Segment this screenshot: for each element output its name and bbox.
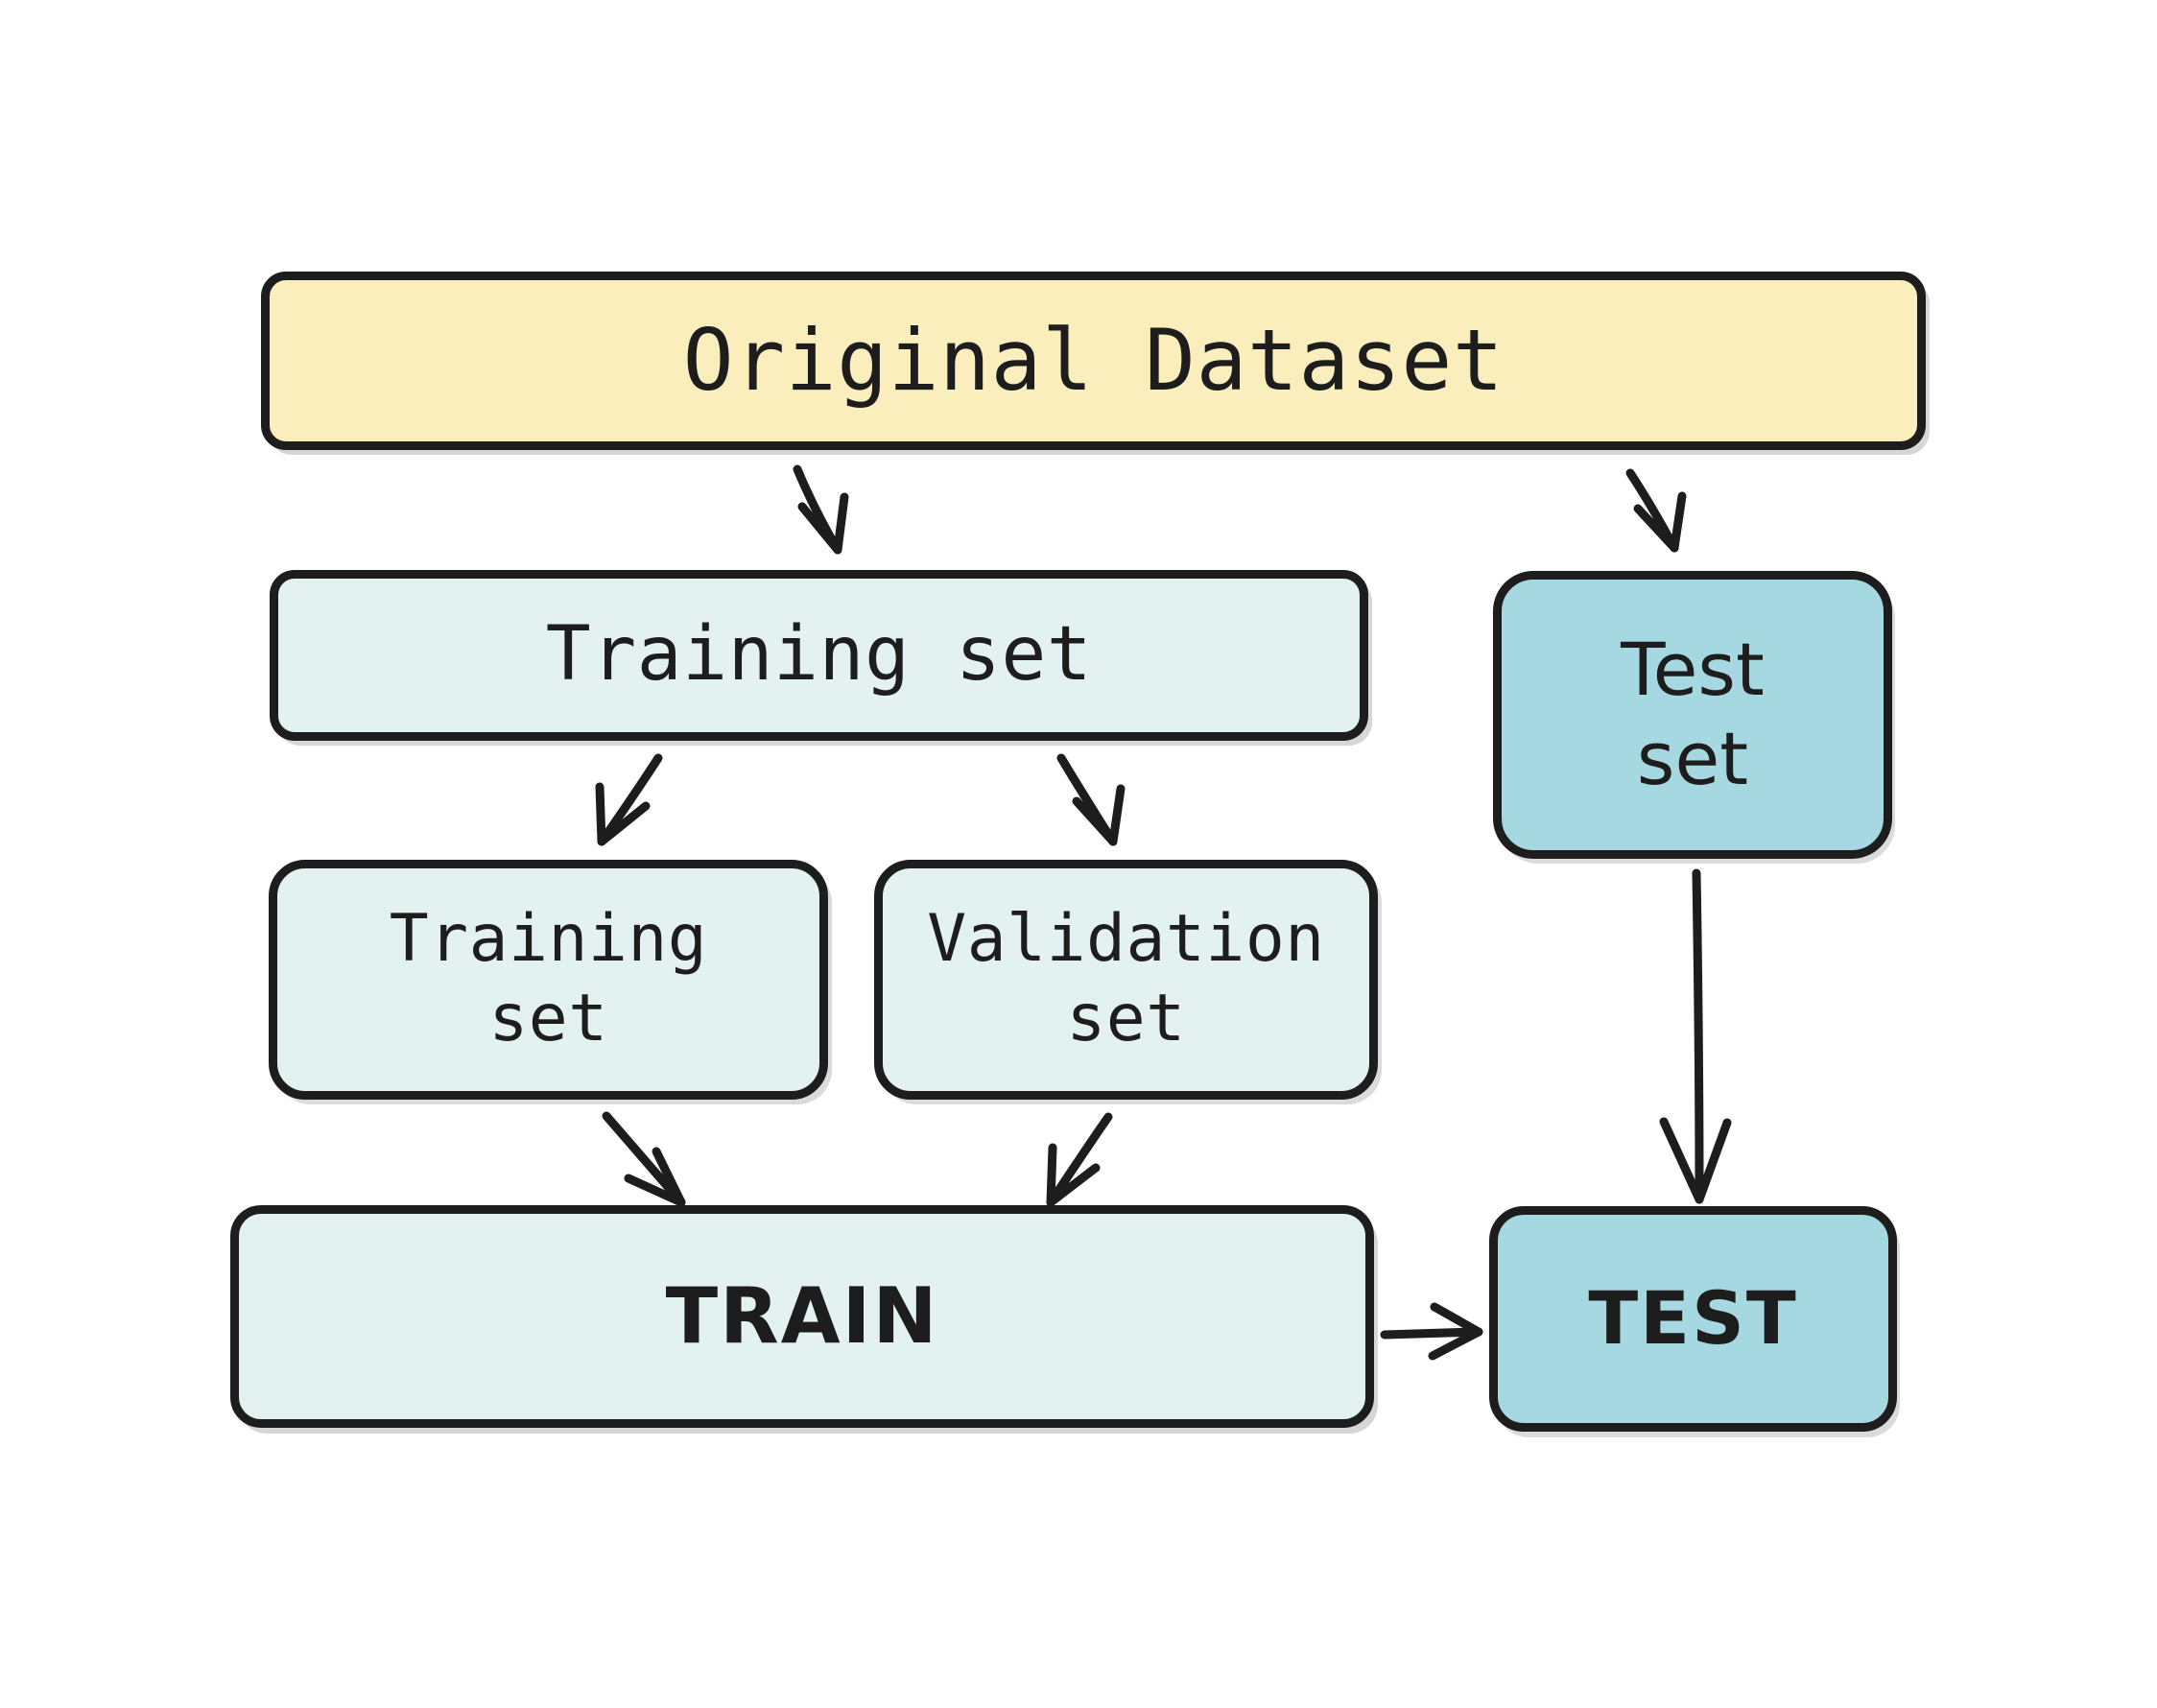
edge-validation-to-train — [1046, 1112, 1113, 1207]
edge-test-set-to-test — [1659, 868, 1732, 1204]
edge-train-to-test — [1380, 1302, 1483, 1361]
node-label-test-set: Test set — [1621, 627, 1765, 801]
node-original-dataset[interactable]: Original Dataset — [261, 272, 1926, 450]
node-test[interactable]: TEST — [1489, 1206, 1897, 1432]
node-label-test: TEST — [1588, 1275, 1798, 1362]
edge-original-to-test-set — [1625, 468, 1687, 553]
node-label-training-set-sub: Training set — [389, 901, 708, 1056]
node-label-validation-set: Validation set — [927, 901, 1325, 1056]
node-train[interactable]: TRAIN — [230, 1205, 1374, 1428]
edge-training-to-validation — [1056, 753, 1126, 846]
node-label-original-dataset: Original Dataset — [682, 311, 1505, 411]
edge-original-to-training — [793, 464, 849, 555]
edge-training-to-training-sub — [595, 753, 663, 846]
node-label-train: TRAIN — [665, 1271, 939, 1362]
node-validation-set[interactable]: Validation set — [874, 860, 1378, 1100]
node-test-set[interactable]: Test set — [1493, 571, 1892, 859]
node-training-set-top[interactable]: Training set — [270, 570, 1368, 741]
node-training-set-sub[interactable]: Training set — [269, 860, 828, 1100]
node-label-training-set-top: Training set — [545, 611, 1093, 699]
edge-training-sub-to-train — [602, 1111, 686, 1207]
